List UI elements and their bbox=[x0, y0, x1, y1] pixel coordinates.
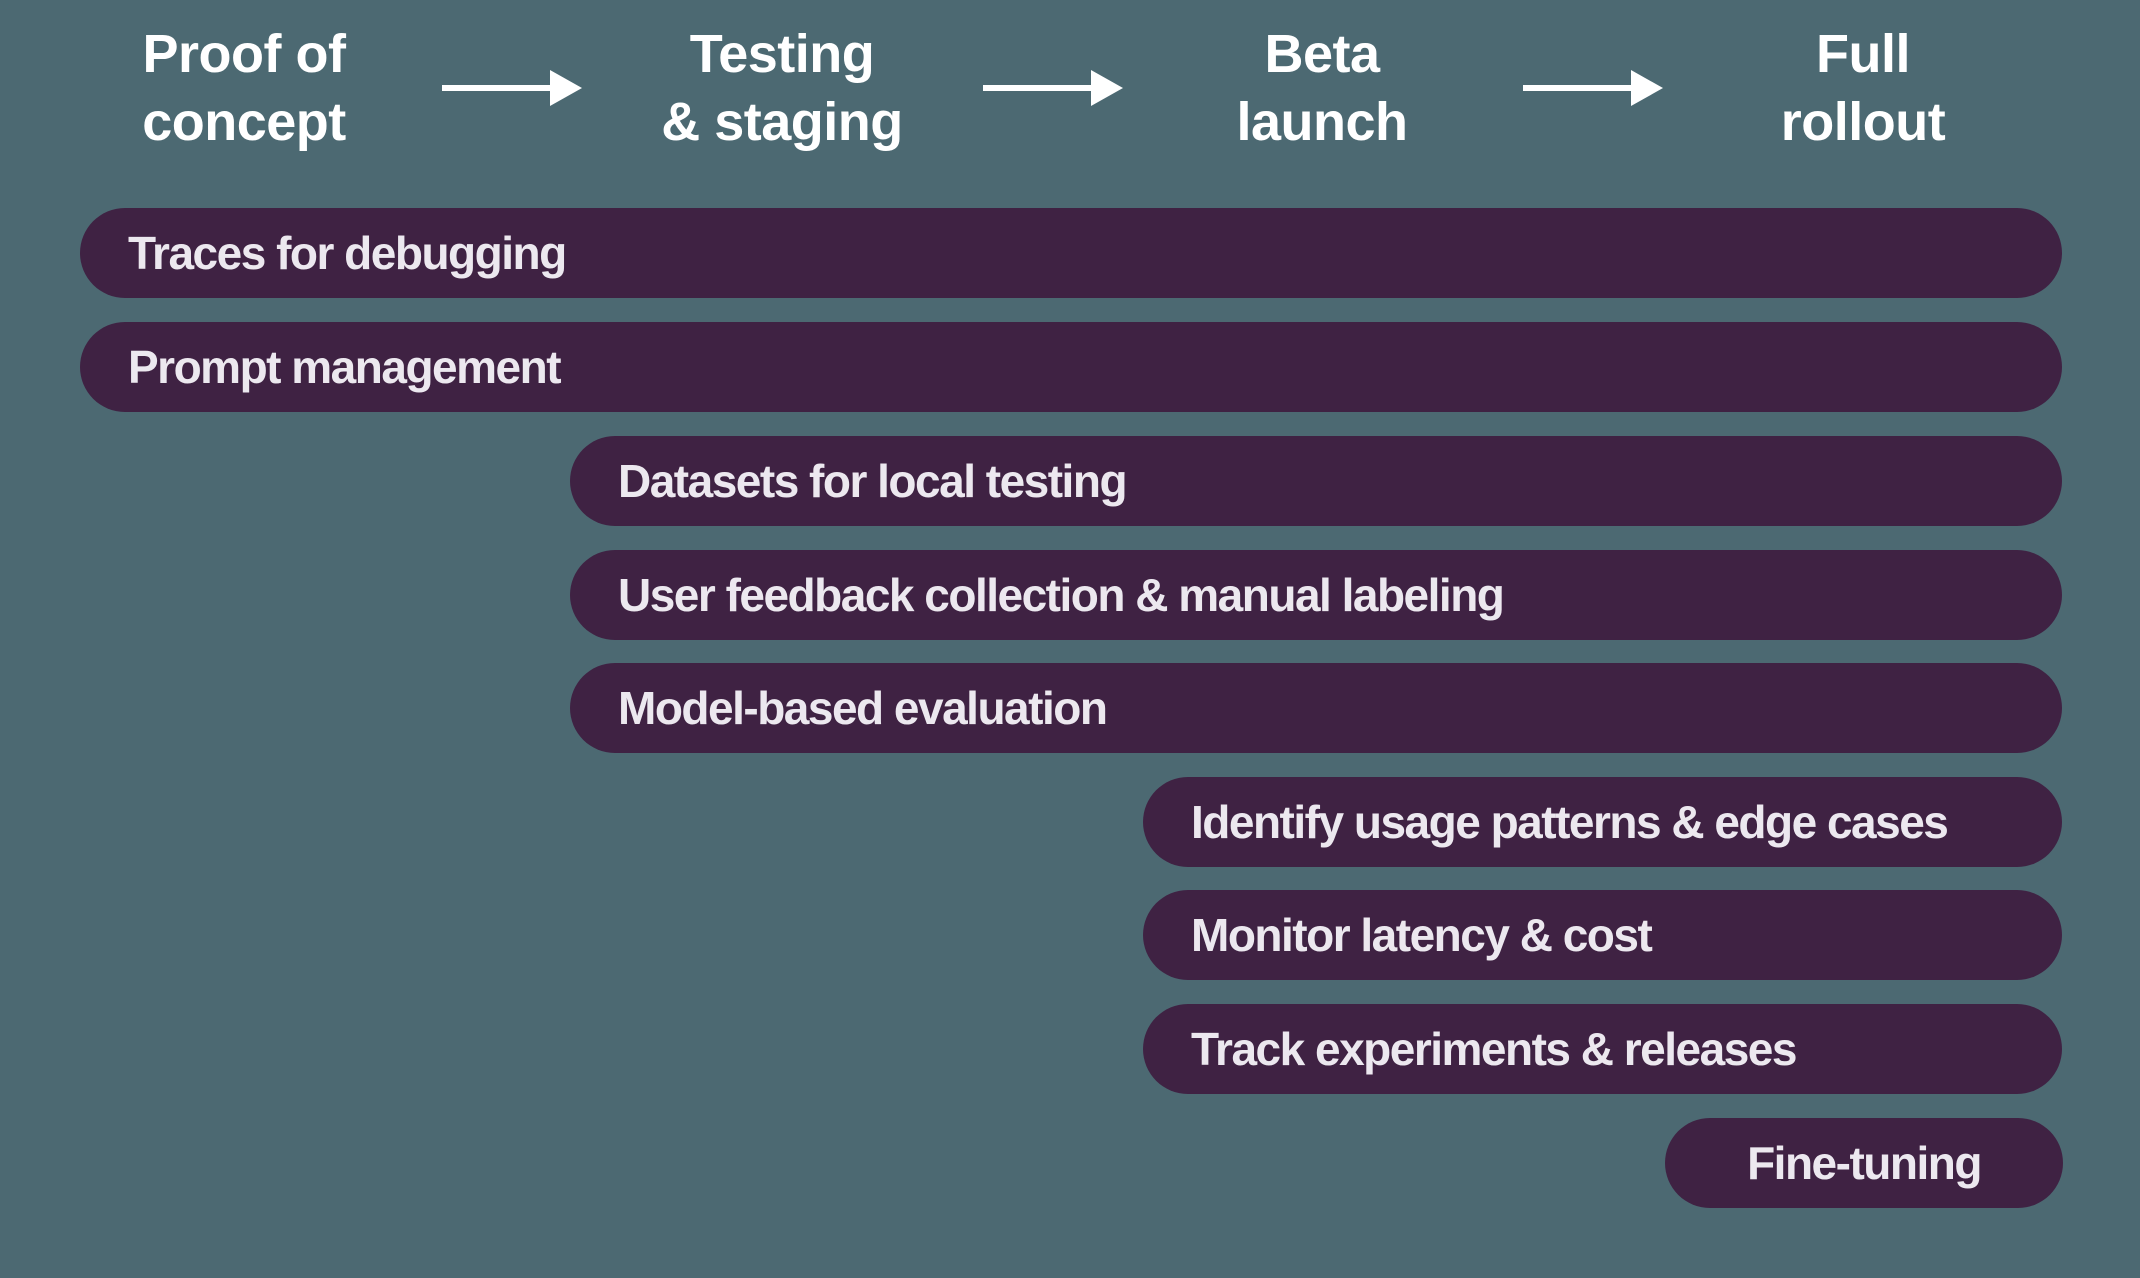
phase-label-line-1: Beta bbox=[1264, 24, 1380, 84]
feature-bar-label: Datasets for local testing bbox=[618, 455, 1128, 507]
feature-bar-monitor-latency-cost: Monitor latency & cost bbox=[1143, 890, 2062, 980]
feature-bar-label: Track experiments & releases bbox=[1191, 1023, 1797, 1075]
phase-label-line-1: Proof of bbox=[142, 24, 346, 84]
feature-bar-user-feedback-collection: User feedback collection & manual labeli… bbox=[570, 550, 2062, 640]
feature-bar-traces-for-debugging: Traces for debugging bbox=[80, 208, 2062, 298]
feature-bar-label: Monitor latency & cost bbox=[1191, 909, 1653, 961]
feature-bar-label: Prompt management bbox=[128, 341, 562, 393]
feature-bar-label: Traces for debugging bbox=[128, 227, 567, 279]
phase-label-proof-of-concept: Proof of concept bbox=[142, 20, 346, 156]
feature-bar-label: Identify usage patterns & edge cases bbox=[1191, 796, 1949, 848]
feature-bar-track-experiments-releases: Track experiments & releases bbox=[1143, 1004, 2062, 1094]
feature-bar-label: Fine-tuning bbox=[1747, 1137, 1982, 1189]
phase-label-line-1: Full bbox=[1816, 24, 1910, 84]
phase-label-testing-staging: Testing & staging bbox=[661, 20, 903, 156]
phase-label-line-2: & staging bbox=[661, 92, 903, 152]
feature-bar-label: User feedback collection & manual labeli… bbox=[618, 569, 1505, 621]
phase-label-line-2: launch bbox=[1236, 92, 1408, 152]
arrow-right-icon bbox=[1523, 70, 1663, 106]
feature-bar-prompt-management: Prompt management bbox=[80, 322, 2062, 412]
phase-label-line-2: concept bbox=[142, 92, 346, 152]
feature-bar-label: Model-based evaluation bbox=[618, 682, 1108, 734]
feature-bar-model-based-evaluation: Model-based evaluation bbox=[570, 663, 2062, 753]
feature-bar-fine-tuning: Fine-tuning bbox=[1665, 1118, 2063, 1208]
feature-bar-datasets-for-local-testing: Datasets for local testing bbox=[570, 436, 2062, 526]
phase-label-line-2: rollout bbox=[1780, 92, 1946, 152]
phase-label-full-rollout: Full rollout bbox=[1780, 20, 1946, 156]
phase-label-beta-launch: Beta launch bbox=[1236, 20, 1408, 156]
arrow-right-icon bbox=[983, 70, 1123, 106]
feature-bar-identify-usage-patterns: Identify usage patterns & edge cases bbox=[1143, 777, 2062, 867]
arrow-right-icon bbox=[442, 70, 582, 106]
phase-label-line-1: Testing bbox=[689, 24, 875, 84]
